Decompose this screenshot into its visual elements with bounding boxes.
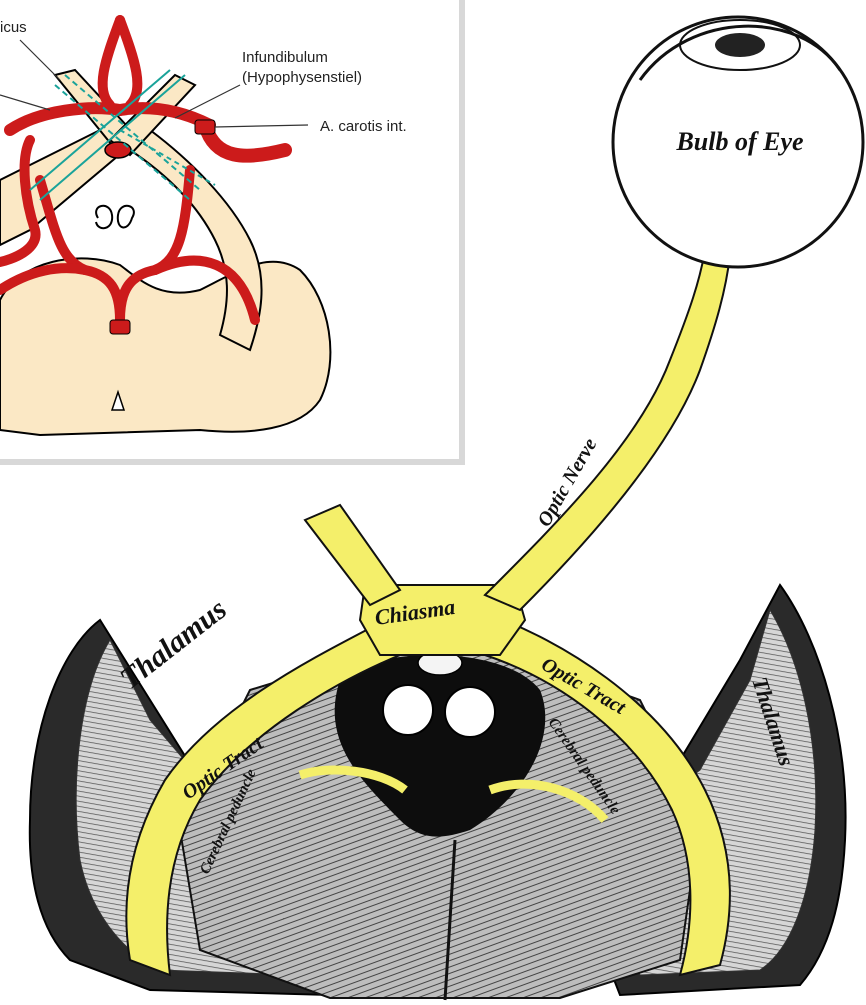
inset-label-hypophysenstiel: (Hypophysenstiel) [242,69,362,86]
optic-nerve-right-shape [485,250,730,610]
inset-panel: icus Infundibulum (Hypophysenstiel) A. c… [0,0,462,462]
mammillary-body-right [445,687,495,737]
bulb-of-eye-label: Bulb of Eye [675,127,803,156]
inset-label-carotis: A. carotis int. [320,118,407,135]
inset-label-partial: icus [0,19,27,36]
inset-infundibulum [105,142,131,158]
inset-carotid-stub [195,120,215,134]
inset-basilar-stub [110,320,130,334]
thalamus-left-label: Thalamus [114,593,233,696]
mammillary-body-left [383,685,433,735]
inset-label-infundibulum: Infundibulum [242,49,328,66]
optic-nerve-left-stub [305,505,400,605]
